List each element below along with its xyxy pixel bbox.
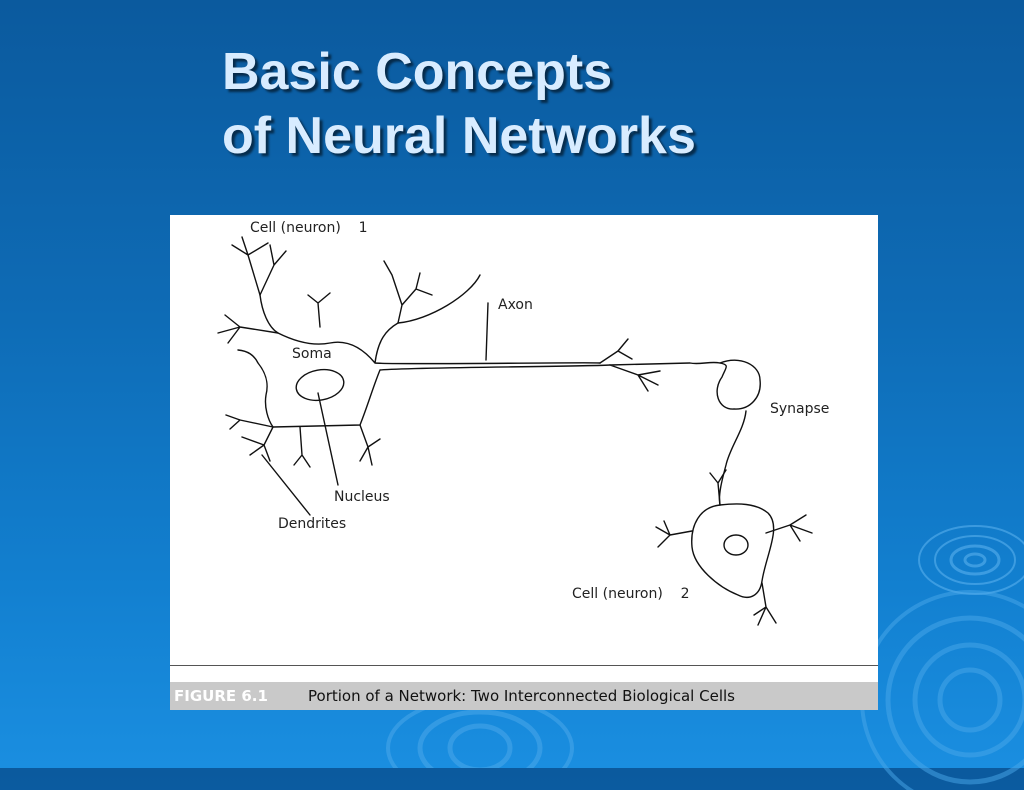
caption-number: FIGURE 6.1: [174, 687, 268, 705]
cell1-dendrites-top: [217, 236, 433, 344]
cell1-label: Cell (neuron) 1: [250, 220, 368, 236]
axon-terminals: [599, 338, 721, 392]
dendrites-pointer: [261, 454, 311, 516]
cell2-nucleus: [723, 534, 749, 556]
cell2-label-text: Cell (neuron): [572, 586, 663, 602]
axon-line: [397, 274, 481, 324]
caption-divider: [170, 665, 878, 666]
slide-title-line-1: Basic Concepts: [222, 43, 613, 101]
neuron-figure: Cell (neuron) 1 Soma Axon Synapse Nucleu…: [170, 215, 878, 710]
cell2-dendrites: [655, 469, 813, 626]
nucleus-pointer: [317, 392, 339, 486]
cell2-number: 2: [680, 586, 690, 602]
synapse-bulb: [716, 359, 761, 506]
ripple-decoration-right: [918, 525, 1024, 595]
figure-caption: FIGURE 6.1 Portion of a Network: Two Int…: [170, 682, 878, 710]
nucleus-label: Nucleus: [334, 489, 390, 505]
cell1-label-text: Cell (neuron): [250, 220, 341, 236]
ripple-decoration-bottom: [386, 708, 574, 768]
ripple-decoration-bottom-right: [860, 590, 1024, 790]
axon-label: Axon: [498, 297, 533, 313]
soma-label: Soma: [292, 346, 332, 362]
cell2-body: [691, 503, 775, 599]
slide-title-line-2: of Neural Networks: [222, 107, 696, 165]
cell1-number: 1: [358, 220, 368, 236]
caption-text: Portion of a Network: Two Interconnected…: [308, 687, 735, 705]
dendrites-label: Dendrites: [278, 516, 347, 532]
slide-title: Basic Concepts of Neural Networks: [222, 40, 696, 168]
cell1-body-outline: [237, 294, 611, 428]
cell1-dendrites-bottom: [225, 414, 381, 468]
axon-pointer: [485, 302, 489, 361]
cell1-nucleus: [295, 368, 345, 402]
cell2-label: Cell (neuron) 2: [572, 586, 690, 602]
neuron-diagram: [217, 236, 813, 626]
synapse-label: Synapse: [770, 401, 830, 417]
